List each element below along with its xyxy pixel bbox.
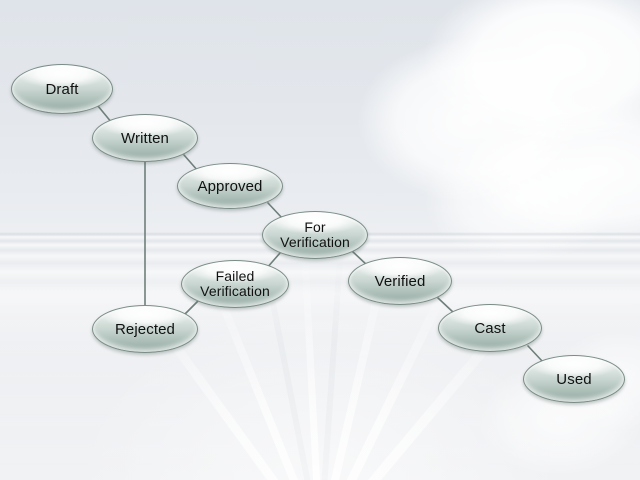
node-cast[interactable]: Cast — [438, 304, 542, 352]
node-label: Cast — [474, 319, 506, 337]
node-label: Used — [556, 370, 592, 388]
node-label: Rejected — [114, 320, 175, 338]
node-label: Written — [121, 129, 169, 147]
edge-failed-verification-rejected — [183, 299, 200, 316]
node-for-verification[interactable]: For Verification — [262, 211, 368, 259]
node-used[interactable]: Used — [523, 355, 625, 403]
node-label: Draft — [45, 80, 79, 98]
node-verified[interactable]: Verified — [348, 257, 452, 305]
node-rejected[interactable]: Rejected — [92, 305, 198, 353]
node-failed-verification[interactable]: Failed Verification — [181, 260, 289, 308]
node-label: For Verification — [280, 219, 350, 250]
node-label: Verified — [374, 272, 426, 290]
node-written[interactable]: Written — [92, 114, 198, 162]
node-draft[interactable]: Draft — [11, 64, 113, 114]
node-label: Approved — [197, 177, 263, 195]
node-label: Failed Verification — [200, 268, 270, 299]
edge-cast-used — [527, 345, 544, 363]
node-approved[interactable]: Approved — [177, 163, 283, 209]
